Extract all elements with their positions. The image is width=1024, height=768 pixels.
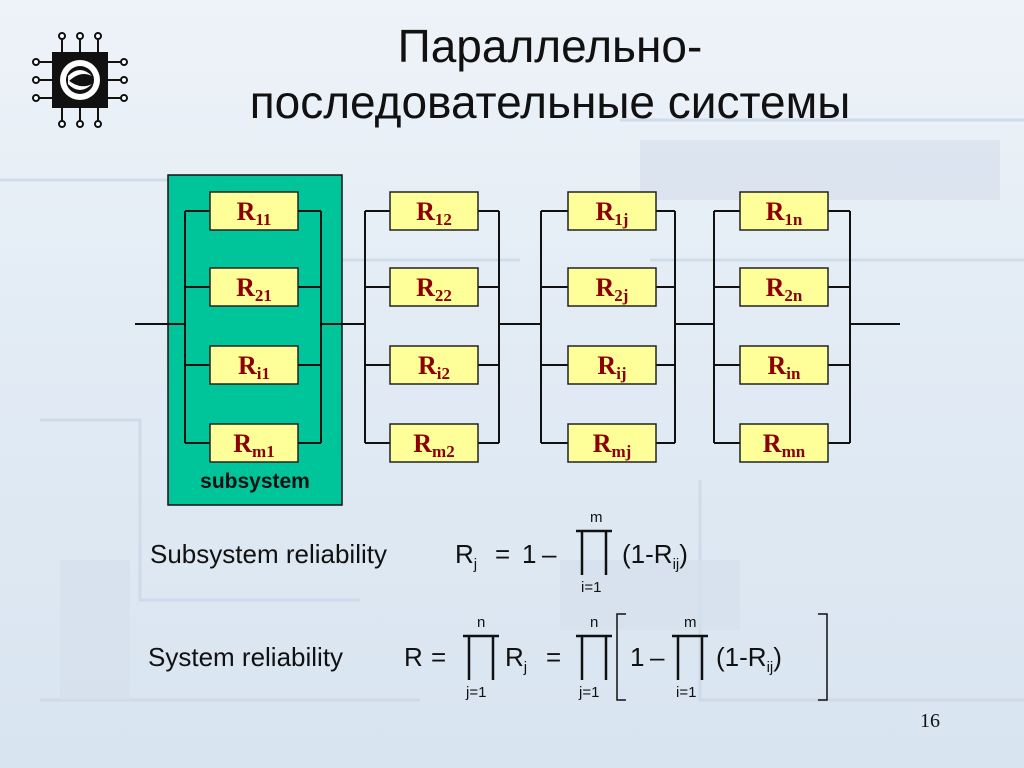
subsystem-formula-minus: – — [542, 539, 557, 569]
page-number: 16 — [920, 710, 940, 732]
system-prod1-upper: n — [477, 614, 486, 631]
reliability-label: R22 — [416, 273, 452, 305]
chip-logo-icon — [32, 32, 128, 128]
system-reliability-formula: System reliability R = n j=1 Rj = n j=1 … — [148, 610, 848, 710]
reliability-box — [209, 267, 299, 307]
title-line-1: Параллельно- — [397, 20, 703, 72]
subsystem-label: subsystem — [200, 470, 310, 493]
title-line-2: последовательные системы — [249, 76, 851, 128]
reliability-label: Rij — [597, 351, 626, 383]
system-formula-term: (1-Rij) — [716, 642, 782, 677]
reliability-label: Rmn — [763, 429, 806, 461]
subsystem-prod-lower: i=1 — [581, 579, 602, 596]
system-formula-lhs: R — [404, 642, 423, 672]
reliability-box — [567, 423, 657, 463]
reliability-box — [389, 423, 479, 463]
system-formula-label: System reliability — [148, 642, 344, 672]
slide-title: Параллельно- последовательные системы — [150, 18, 950, 130]
product-symbol-icon — [672, 634, 708, 680]
reliability-box — [209, 423, 299, 463]
reliability-box — [389, 191, 479, 231]
product-symbol-icon — [576, 529, 612, 575]
right-bracket-icon — [818, 613, 828, 701]
product-symbol-icon — [463, 634, 499, 680]
system-formula-eq1: = — [431, 642, 447, 672]
subsystem-formula-label: Subsystem reliability — [150, 539, 387, 569]
reliability-box — [567, 267, 657, 307]
system-prod1-lower: j=1 — [466, 684, 487, 701]
reliability-label: Rm2 — [413, 429, 454, 461]
reliability-label: R21 — [236, 273, 272, 305]
reliability-label: Rin — [768, 351, 802, 383]
reliability-box — [567, 345, 657, 385]
reliability-label: Rm1 — [233, 429, 274, 461]
system-prod3-upper: m — [684, 614, 697, 631]
reliability-label: R12 — [416, 197, 452, 229]
system-prod2-lower: j=1 — [579, 684, 600, 701]
reliability-box — [209, 345, 299, 385]
reliability-box — [389, 345, 479, 385]
system-prod3-lower: i=1 — [676, 684, 697, 701]
subsystem-formula-lhs: Rj — [455, 539, 478, 574]
subsystem-formula-eq: = — [495, 539, 511, 569]
reliability-box — [739, 267, 829, 307]
reliability-label: R2n — [766, 273, 803, 305]
reliability-label: Ri1 — [238, 351, 270, 383]
reliability-box — [389, 267, 479, 307]
subsystem-formula-one: 1 — [522, 539, 537, 569]
system-formula-eq2: = — [546, 642, 562, 672]
system-formula-minus: – — [650, 642, 665, 672]
reliability-label: R1j — [596, 197, 629, 229]
reliability-label: R11 — [237, 197, 272, 229]
product-symbol-icon — [576, 634, 612, 680]
subsystem-formula-term: (1-Rij) — [622, 539, 688, 574]
reliability-label: R2j — [596, 273, 629, 305]
reliability-box — [739, 191, 829, 231]
system-formula-one: 1 — [630, 642, 645, 672]
reliability-label: Ri2 — [418, 351, 450, 383]
reliability-box — [567, 191, 657, 231]
reliability-box — [739, 345, 829, 385]
reliability-label: Rmj — [593, 429, 632, 461]
system-prod2-upper: n — [590, 614, 599, 631]
reliability-label: R1n — [766, 197, 803, 229]
system-formula-rj: Rj — [505, 642, 528, 677]
wires — [135, 210, 900, 444]
left-bracket-icon — [616, 613, 626, 701]
reliability-box — [209, 191, 299, 231]
reliability-box — [739, 423, 829, 463]
subsystem-prod-upper: m — [590, 509, 603, 526]
subsystem-reliability-formula: Subsystem reliability Rj = 1 – m i=1 (1-… — [150, 505, 770, 605]
